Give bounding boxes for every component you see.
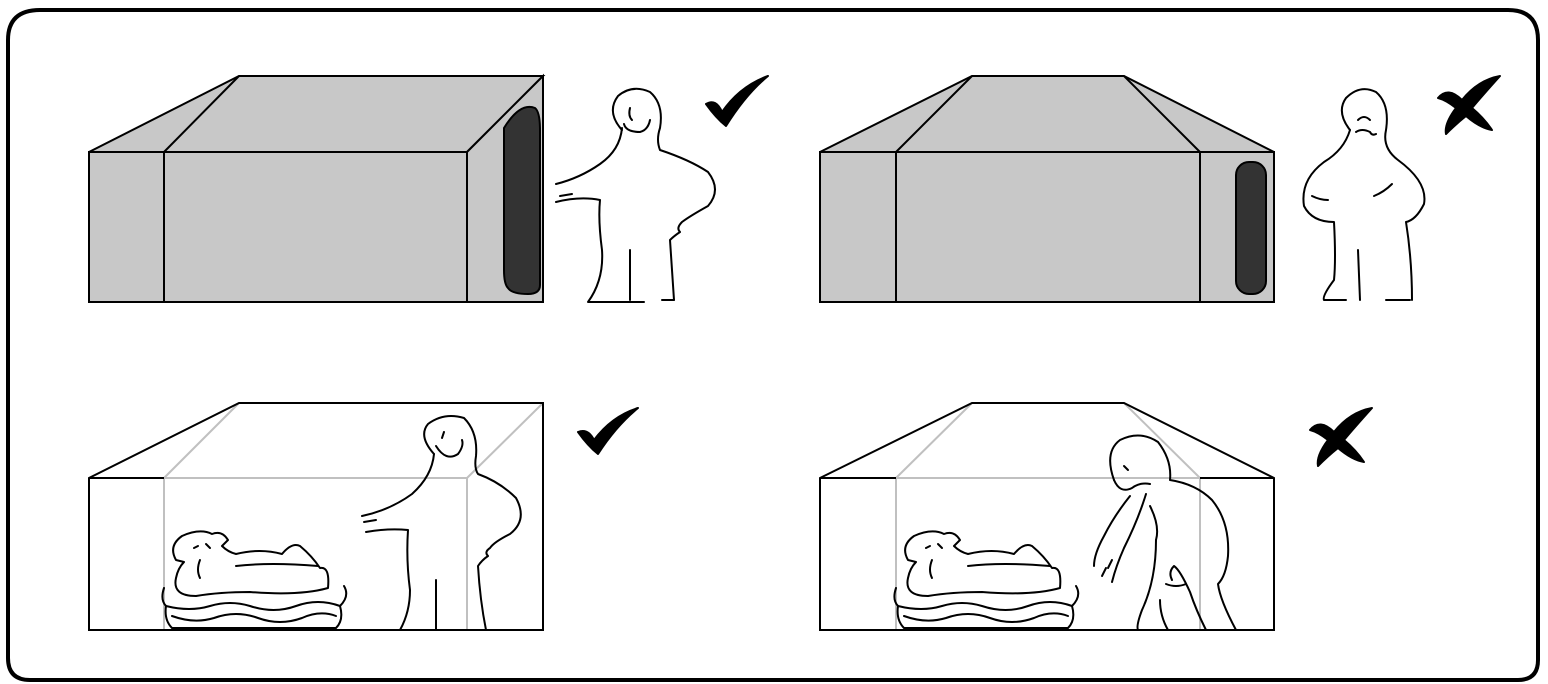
person-frowning-standing (1303, 89, 1424, 300)
panel-top-right (820, 76, 1500, 302)
sleeping-person-on-bed (162, 531, 346, 628)
cross-icon (1438, 76, 1500, 134)
checkmark-icon (578, 408, 638, 454)
panel-top-left (89, 76, 768, 302)
solid-box (820, 76, 1274, 302)
person-bending-over (1094, 435, 1236, 630)
panel-bottom-right (820, 403, 1372, 630)
handle (504, 107, 540, 294)
handle (1236, 162, 1266, 294)
panel-bottom-left (89, 403, 638, 630)
cross-icon (1310, 408, 1372, 466)
solid-box (89, 76, 543, 302)
person-smiling-pointing (556, 89, 715, 302)
transparent-box (820, 403, 1274, 630)
sleeping-person-on-bed (894, 531, 1078, 628)
checkmark-icon (706, 76, 768, 126)
